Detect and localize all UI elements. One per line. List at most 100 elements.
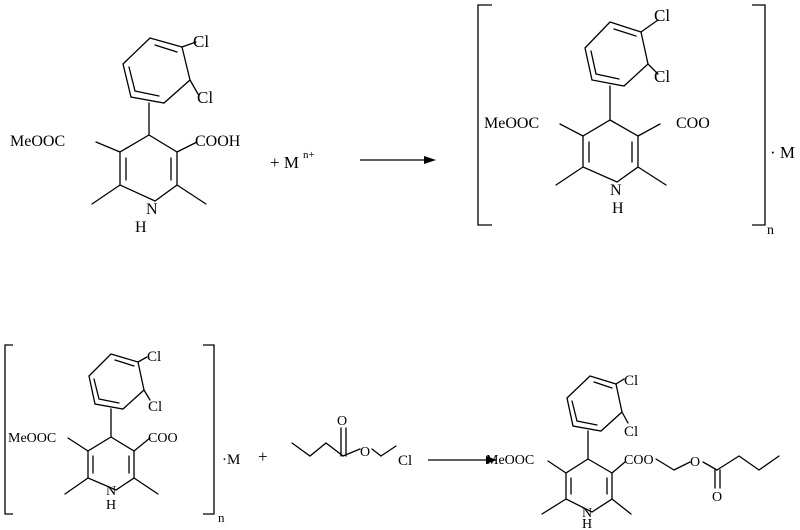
repeat-subscript: n — [218, 510, 225, 525]
phenyl-ring — [566, 375, 623, 432]
cl-label: Cl — [624, 424, 638, 440]
methyl-bond — [133, 477, 159, 495]
phenyl-inner-bond — [114, 359, 135, 367]
cl-bond — [640, 19, 659, 33]
methyl-bond — [555, 166, 584, 186]
phenyl-inner-bond — [593, 381, 613, 389]
methyl-bond — [176, 184, 207, 205]
cl-label: Cl — [193, 32, 209, 51]
chloromethyl-butyrate: O O Cl — [291, 414, 412, 469]
nh-h-label: H — [582, 517, 592, 530]
phenyl-inner-bond — [93, 378, 100, 400]
phenyl-ring — [88, 353, 145, 410]
acid-bond — [176, 141, 198, 153]
dihydropyridine-ring — [119, 134, 178, 202]
nh-h-label: H — [135, 219, 147, 236]
ester2-bond — [611, 461, 626, 474]
carboxylate-bond — [133, 437, 151, 452]
ch2-cl-bond — [380, 445, 397, 457]
plus-metal-label: + M — [270, 153, 299, 172]
phenyl-inner-bond — [154, 44, 178, 53]
ester-label: MeOOC — [10, 133, 65, 150]
o-ether-label: O — [690, 455, 700, 470]
carboxylate-bond — [637, 123, 661, 137]
acid-label: COOH — [195, 133, 241, 150]
left-bracket — [4, 344, 13, 515]
left-bracket — [477, 4, 492, 226]
coo-ch2-bond — [655, 458, 675, 471]
phenyl-ring — [584, 21, 649, 87]
phenyl-inner-bond — [571, 400, 578, 422]
cl-label: Cl — [654, 6, 670, 25]
metal-ion-reagent: + M n+ — [270, 149, 315, 172]
ester-o-bond — [342, 448, 361, 457]
alkyl-chain — [716, 455, 780, 471]
cl-label: Cl — [624, 373, 638, 389]
metal-label: · M — [770, 143, 795, 162]
phenyl-inner-bond — [134, 90, 160, 97]
o-carbonyl-label: O — [712, 490, 722, 505]
cl-bond — [647, 63, 659, 75]
nh-n-label: N — [106, 484, 116, 499]
nh-h-label: H — [106, 498, 116, 513]
phenyl-ring — [122, 37, 191, 104]
phenyl-inner-bond — [576, 420, 598, 426]
o-ether-label: O — [360, 445, 370, 460]
methyl-bond — [637, 166, 667, 186]
ester-bond — [547, 460, 567, 474]
cl-bond — [615, 378, 625, 385]
cl-label: Cl — [197, 88, 213, 107]
methyl-bond — [541, 498, 567, 515]
repeat-subscript: n — [767, 223, 774, 238]
dihydropyridine-ring — [565, 458, 613, 513]
ester-label: MeOOC — [8, 431, 56, 446]
phenyl-inner-bond — [590, 50, 597, 75]
o-ch2-bond — [371, 448, 382, 457]
phenyl-inner-bond — [98, 398, 120, 404]
ester2-label: COO — [624, 453, 654, 468]
cl-label: Cl — [147, 349, 161, 365]
metal-charge-label: n+ — [303, 149, 315, 161]
cl-bond — [189, 79, 199, 95]
ester-bond — [559, 123, 584, 137]
methyl-bond — [64, 477, 89, 495]
o-carbonyl-label: O — [337, 414, 347, 429]
cl-bond — [621, 411, 629, 424]
nh-n-label: N — [610, 182, 622, 199]
dihydropyridine-ring — [582, 119, 639, 183]
starting-metal-salt: Cl Cl MeOOC COO N H ·M n — [4, 344, 240, 525]
carboxylate-label: COO — [676, 115, 710, 132]
ester-label: MeOOC — [484, 115, 539, 132]
plus-sign: + — [258, 447, 268, 466]
methyl-bond — [91, 184, 121, 205]
cl-label: Cl — [148, 399, 162, 415]
cl-label: Cl — [398, 453, 412, 469]
reactant-dihydropyridine-acid: Cl Cl MeOOC COOH N H — [10, 32, 241, 236]
ester-bond — [67, 437, 89, 452]
reaction-arrow-1 — [360, 156, 436, 164]
right-bracket — [203, 344, 215, 515]
phenyl-inner-bond — [613, 28, 637, 37]
cl-bond — [137, 356, 148, 363]
ester-label: MeOOC — [486, 453, 534, 468]
methyl-bond — [611, 498, 632, 515]
phenyl-inner-bond — [595, 73, 620, 80]
cl-bond — [143, 389, 151, 401]
right-bracket — [752, 4, 766, 226]
final-product-clevidipine: Cl Cl MeOOC COO O O N H — [486, 373, 780, 530]
nh-n-label: N — [582, 506, 592, 521]
alkyl-chain — [291, 442, 344, 457]
product-metal-salt: Cl Cl MeOOC COO N H · M n — [477, 4, 795, 238]
phenyl-inner-bond — [128, 66, 136, 92]
nh-n-label: N — [146, 201, 158, 218]
o-carbonyl-c-bond — [702, 461, 718, 471]
ester-bond — [95, 141, 121, 153]
reaction-arrow-2 — [428, 456, 497, 464]
dihydropyridine-ring — [87, 436, 135, 491]
nh-h-label: H — [612, 200, 624, 217]
ch2-o-bond — [673, 461, 691, 471]
cl-label: Cl — [654, 67, 670, 86]
metal-label: ·M — [222, 452, 240, 468]
carboxylate-label: COO — [148, 431, 178, 446]
